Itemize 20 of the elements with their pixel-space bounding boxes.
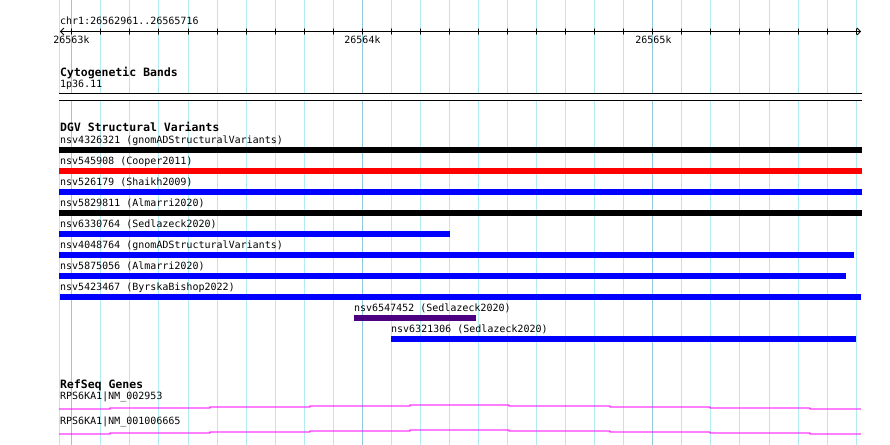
track-title: DGV Structural Variants [60,121,220,133]
tick-label: 26563k [53,35,90,46]
track-title: Cytogenetic Bands [60,66,178,78]
tick-label: 26565k [635,35,672,46]
variant-label: nsv4326321 (gnomADStructuralVariants) [60,135,283,146]
variant-label: nsv4048764 (gnomADStructuralVariants) [60,240,283,251]
variant-label: nsv6330764 (Sedlazeck2020) [60,219,217,230]
variant-label: nsv6547452 (Sedlazeck2020) [354,303,511,314]
track-title: RefSeq Genes [60,378,144,390]
locus-label: chr1:26562961..26565716 [60,16,198,27]
variant-label: nsv5423467 (ByrskaBishop2022) [60,282,235,293]
gene-label: RPS6KA1|NM_001006665 [60,416,180,427]
variant-label: nsv526179 (Shaikh2009) [60,177,192,188]
band-label: 1p36.11 [60,79,102,90]
variant-label: nsv5875056 (Almarri2020) [60,261,204,272]
gene-label: RPS6KA1|NM_002953 [60,391,162,402]
variant-label: nsv5829811 (Almarri2020) [60,198,204,209]
tick-label: 26564k [344,35,380,46]
variant-label: nsv545908 (Cooper2011) [60,156,192,167]
variant-label: nsv6321306 (Sedlazeck2020) [391,324,548,335]
